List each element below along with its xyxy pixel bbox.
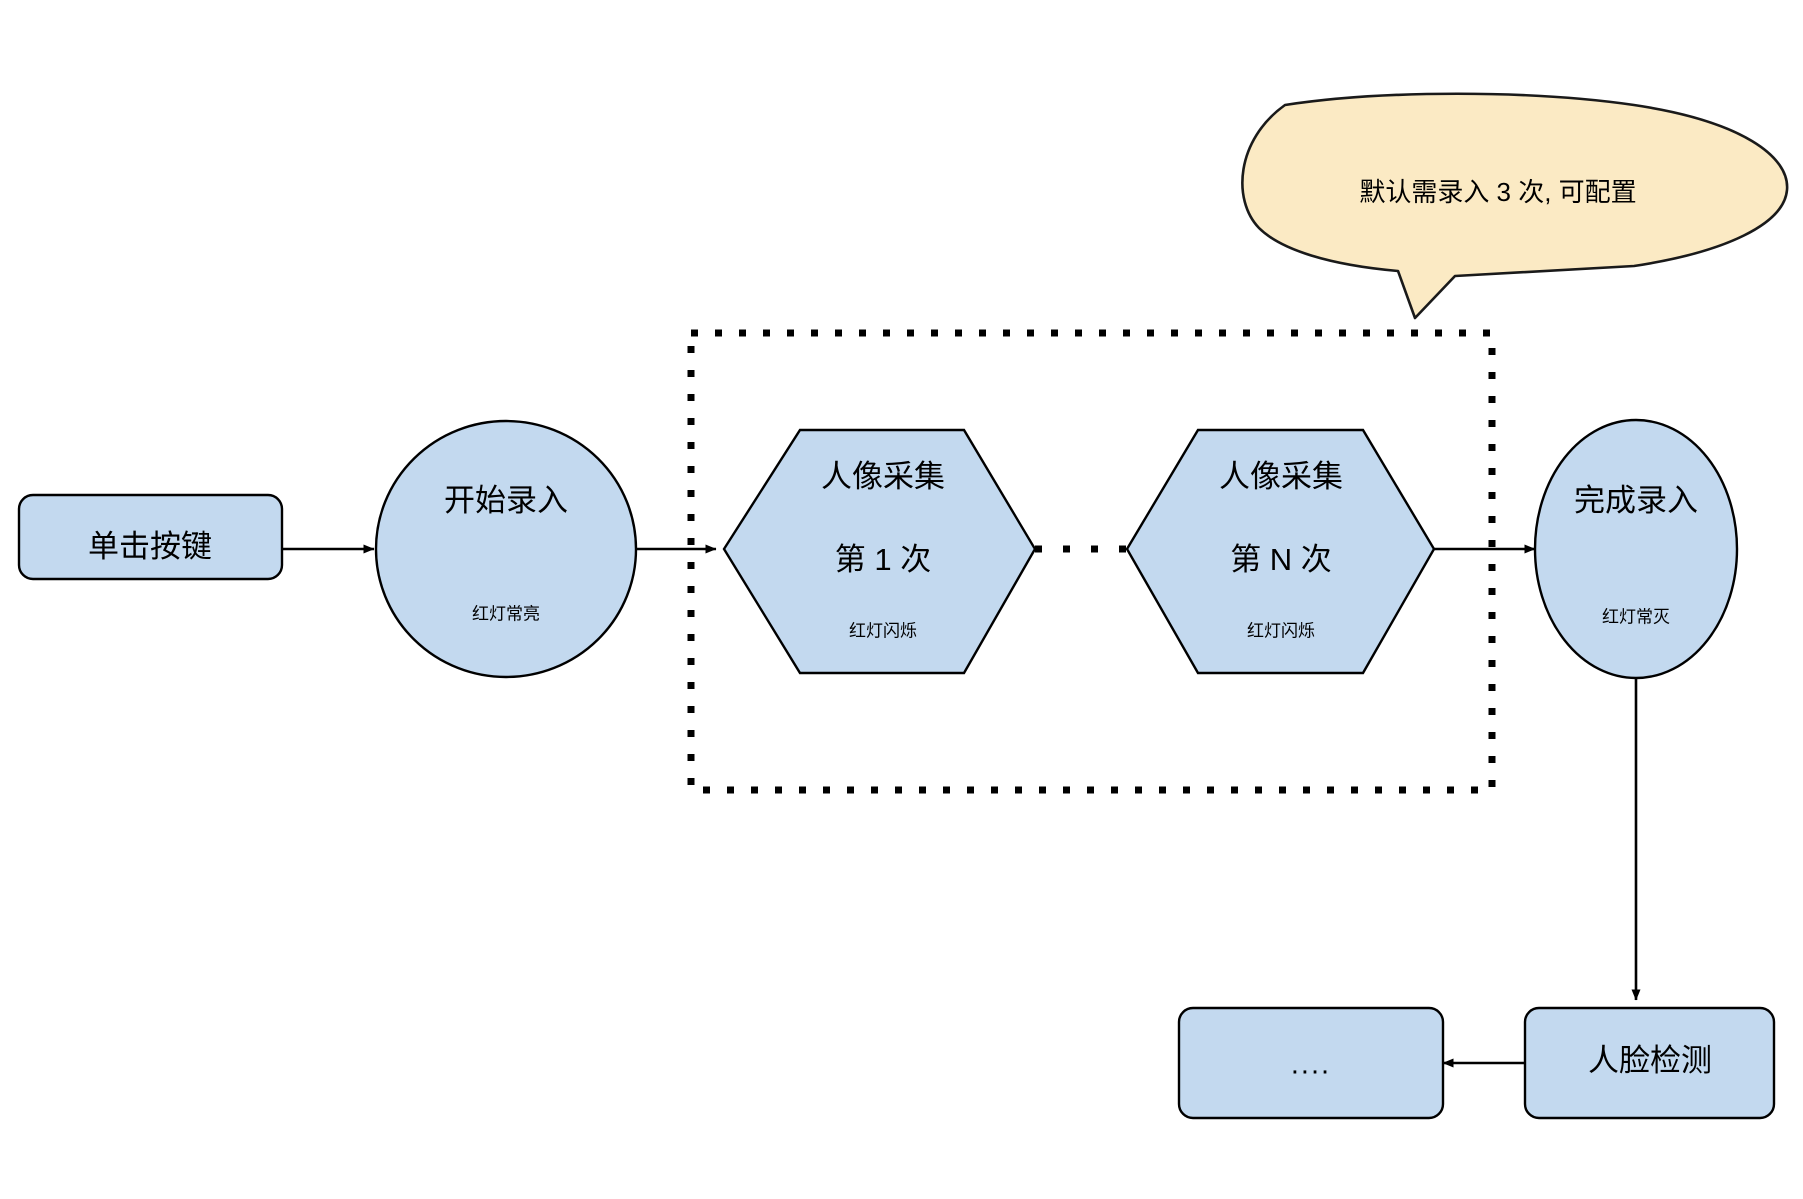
node-capture-nth-label-line2: 第 N 次 bbox=[1230, 542, 1332, 577]
node-finish-enroll-sublabel: 红灯常灭 bbox=[1602, 607, 1670, 626]
capture-loop-group-border bbox=[687, 329, 1496, 794]
callout-bubble-shape[interactable] bbox=[1241, 92, 1789, 320]
node-press-key-shape[interactable] bbox=[17, 493, 284, 581]
node-finish-enroll[interactable]: 完成录入 红灯常灭 bbox=[1533, 418, 1739, 680]
node-start-enroll-sublabel: 红灯常亮 bbox=[472, 604, 540, 623]
node-capture-nth-label-line1: 人像采集 bbox=[1219, 459, 1343, 494]
node-face-detect-label: 人脸检测 bbox=[1588, 1043, 1712, 1078]
node-finish-enroll-label: 完成录入 bbox=[1574, 483, 1698, 518]
callout-text: 默认需录入 3 次, 可配置 bbox=[1359, 177, 1636, 207]
node-face-detect-shape[interactable] bbox=[1523, 1006, 1776, 1120]
node-capture-nth-shape[interactable] bbox=[1125, 428, 1436, 675]
node-start-enroll-label: 开始录入 bbox=[444, 483, 568, 518]
node-capture-first[interactable]: 人像采集 第 1 次 红灯闪烁 bbox=[722, 428, 1037, 675]
node-press-key[interactable]: 单击按键 bbox=[17, 493, 284, 581]
node-finish-enroll-shape[interactable] bbox=[1533, 418, 1739, 680]
node-capture-nth[interactable]: 人像采集 第 N 次 红灯闪烁 bbox=[1125, 428, 1436, 675]
node-capture-first-sublabel: 红灯闪烁 bbox=[849, 621, 917, 640]
node-more-steps[interactable]: .... bbox=[1177, 1006, 1445, 1120]
node-face-detect[interactable]: 人脸检测 bbox=[1523, 1006, 1776, 1120]
node-start-enroll-shape[interactable] bbox=[374, 419, 638, 679]
node-more-steps-label: .... bbox=[1291, 1049, 1331, 1081]
node-capture-first-label-line1: 人像采集 bbox=[821, 459, 945, 494]
node-start-enroll[interactable]: 开始录入 红灯常亮 bbox=[374, 419, 638, 679]
node-press-key-label: 单击按键 bbox=[88, 529, 212, 564]
callout-bubble[interactable]: 默认需录入 3 次, 可配置 bbox=[1241, 92, 1789, 320]
node-more-steps-shape[interactable] bbox=[1177, 1006, 1445, 1120]
node-capture-first-shape[interactable] bbox=[722, 428, 1037, 675]
node-capture-first-label-line2: 第 1 次 bbox=[835, 542, 931, 577]
node-capture-nth-sublabel: 红灯闪烁 bbox=[1247, 621, 1315, 640]
